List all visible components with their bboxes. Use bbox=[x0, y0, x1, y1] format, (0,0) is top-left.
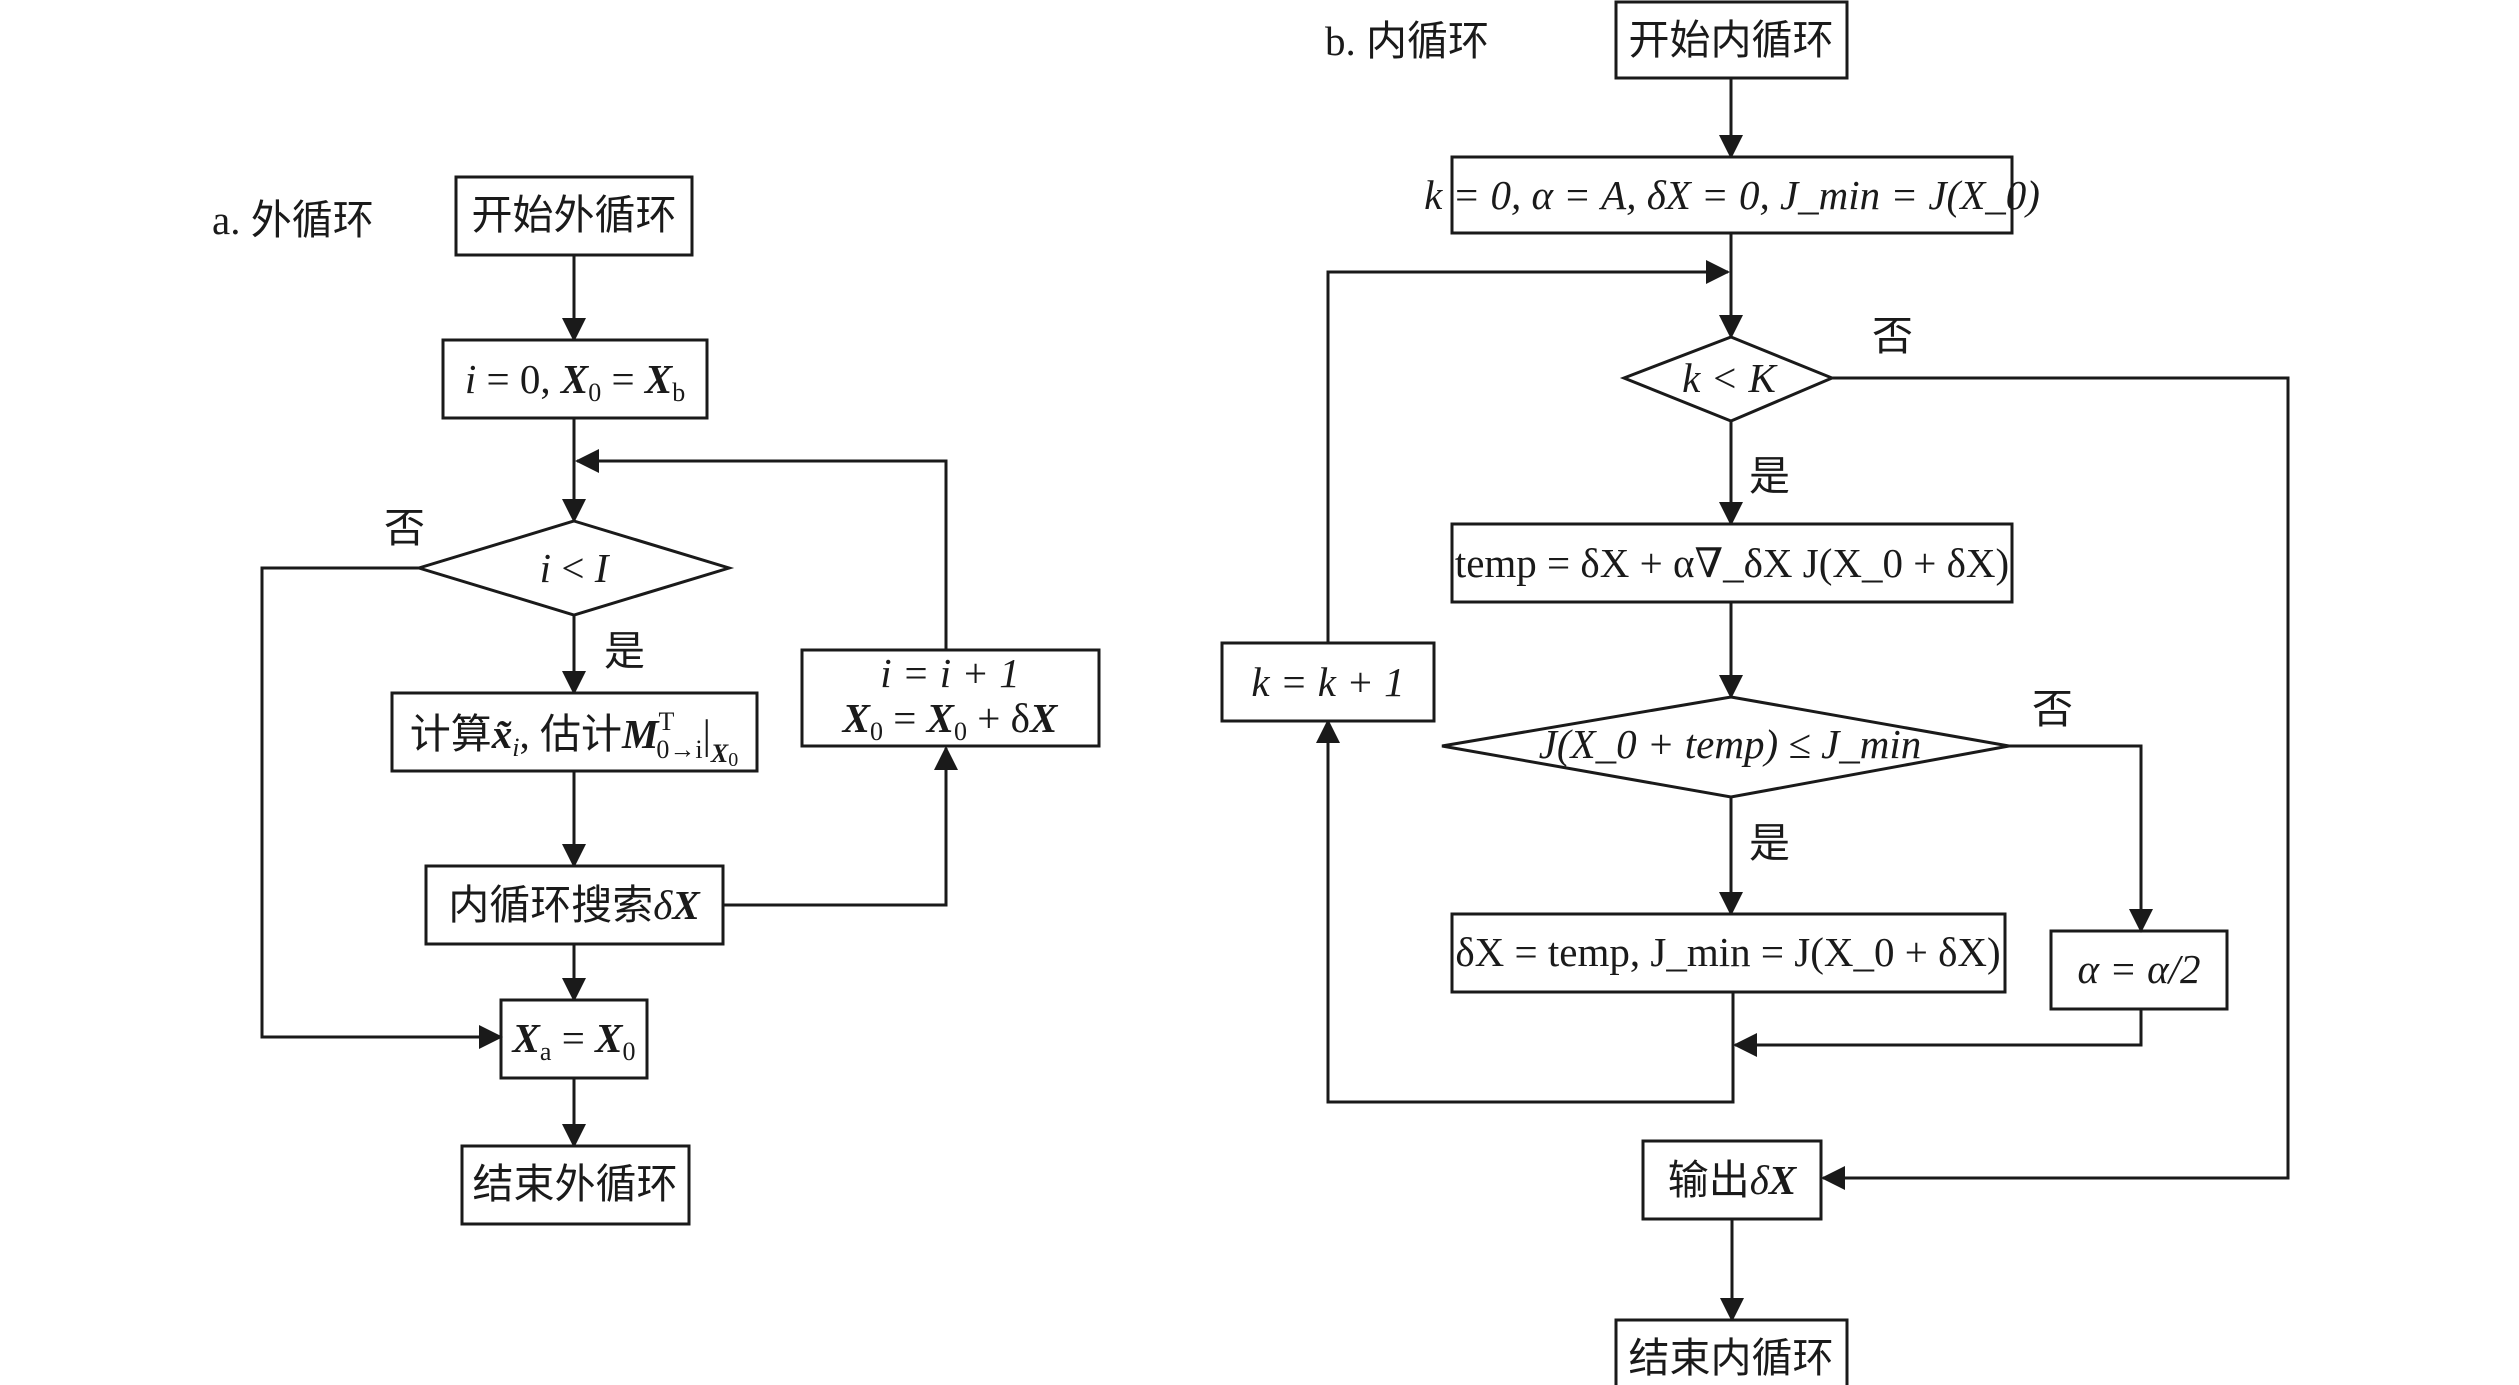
outer-loop-diagram: a. 外循环 开始外循环 i = 0, X0 = Xb i < I 是 否 计算… bbox=[212, 175, 1101, 1226]
outer-end-label: 结束外循环 bbox=[473, 1161, 678, 1207]
inner-end-label: 结束内循环 bbox=[1629, 1335, 1834, 1381]
outer-start-label: 开始外循环 bbox=[472, 192, 677, 238]
outer-update-node: i = i + 1 X0 = X0 + δX bbox=[800, 648, 1101, 748]
inner-condition2-node: J(X_0 + temp) ≤ J_min bbox=[1441, 695, 2010, 799]
inner-halve-node: α = α/2 bbox=[2049, 929, 2229, 1011]
inner-condition-node: k < K bbox=[1619, 335, 1836, 423]
inner-incr-node: k = k + 1 bbox=[1220, 641, 1436, 723]
outer-yes-label: 是 bbox=[604, 628, 645, 674]
outer-arrow-update-loop bbox=[575, 449, 948, 650]
inner-start-label: 开始内循环 bbox=[1629, 17, 1834, 63]
outer-arrow-search-update bbox=[723, 746, 958, 907]
outer-start-node: 开始外循环 bbox=[454, 175, 694, 257]
inner-start-node: 开始内循环 bbox=[1614, 0, 1849, 80]
inner-temp-label: temp = δX + α∇_δX J(X_0 + δX) bbox=[1455, 540, 2009, 586]
inner-loop-caption: b. 内循环 bbox=[1325, 18, 1489, 64]
inner-assign-label: δX = temp, J_min = J(X_0 + δX) bbox=[1455, 929, 2000, 975]
outer-final-node: Xa = X0 bbox=[499, 998, 649, 1080]
outer-init-label: i = 0, X0 = Xb bbox=[465, 356, 685, 407]
inner-condition2-label: J(X_0 + temp) ≤ J_min bbox=[1539, 721, 1922, 767]
inner-arrow-no1-output bbox=[1821, 376, 2290, 1190]
inner-arrow-cond2-halve bbox=[2009, 744, 2153, 933]
outer-no-label: 否 bbox=[384, 505, 425, 551]
inner-init-label: k = 0, α = A, δX = 0, J_min = J(X_0) bbox=[1424, 172, 2040, 218]
inner-init-node: k = 0, α = A, δX = 0, J_min = J(X_0) bbox=[1424, 155, 2040, 235]
inner-arrow-incr-loop bbox=[1326, 260, 1730, 643]
inner-yes2-label: 是 bbox=[1749, 820, 1790, 866]
outer-condition-node: i < I bbox=[413, 519, 735, 617]
inner-incr-label: k = k + 1 bbox=[1251, 659, 1404, 705]
outer-condition-label: i < I bbox=[540, 545, 611, 591]
outer-final-label: Xa = X0 bbox=[511, 1015, 636, 1066]
inner-assign-node: δX = temp, J_min = J(X_0 + δX) bbox=[1450, 912, 2007, 994]
inner-arrow-halve-merge bbox=[1733, 1009, 2143, 1057]
inner-condition-label: k < K bbox=[1682, 355, 1778, 401]
outer-search-node: 内循环搜索δX bbox=[424, 864, 725, 946]
inner-arrow-merge-incr bbox=[1316, 719, 1735, 1104]
outer-update-line2: X0 = X0 + δX bbox=[841, 695, 1059, 746]
inner-end-node: 结束内循环 bbox=[1614, 1318, 1849, 1385]
inner-halve-label: α = α/2 bbox=[2077, 946, 2200, 992]
inner-output-label: 输出δX bbox=[1668, 1157, 1798, 1203]
inner-no2-label: 否 bbox=[2032, 686, 2073, 732]
inner-yes1-label: 是 bbox=[1749, 453, 1790, 499]
outer-arrow-no-final bbox=[260, 566, 503, 1049]
inner-temp-node: temp = δX + α∇_δX J(X_0 + δX) bbox=[1450, 522, 2014, 604]
outer-end-node: 结束外循环 bbox=[460, 1144, 691, 1226]
inner-no1-label: 否 bbox=[1872, 313, 1913, 359]
inner-output-node: 输出δX bbox=[1641, 1139, 1823, 1221]
inner-loop-diagram: b. 内循环 开始内循环 k = 0, α = A, δX = 0, J_min… bbox=[1220, 0, 2290, 1385]
outer-search-label: 内循环搜索δX bbox=[448, 882, 701, 928]
outer-update-line1: i = i + 1 bbox=[880, 650, 1020, 696]
outer-init-node: i = 0, X0 = Xb bbox=[441, 338, 709, 420]
outer-loop-caption: a. 外循环 bbox=[212, 197, 374, 243]
